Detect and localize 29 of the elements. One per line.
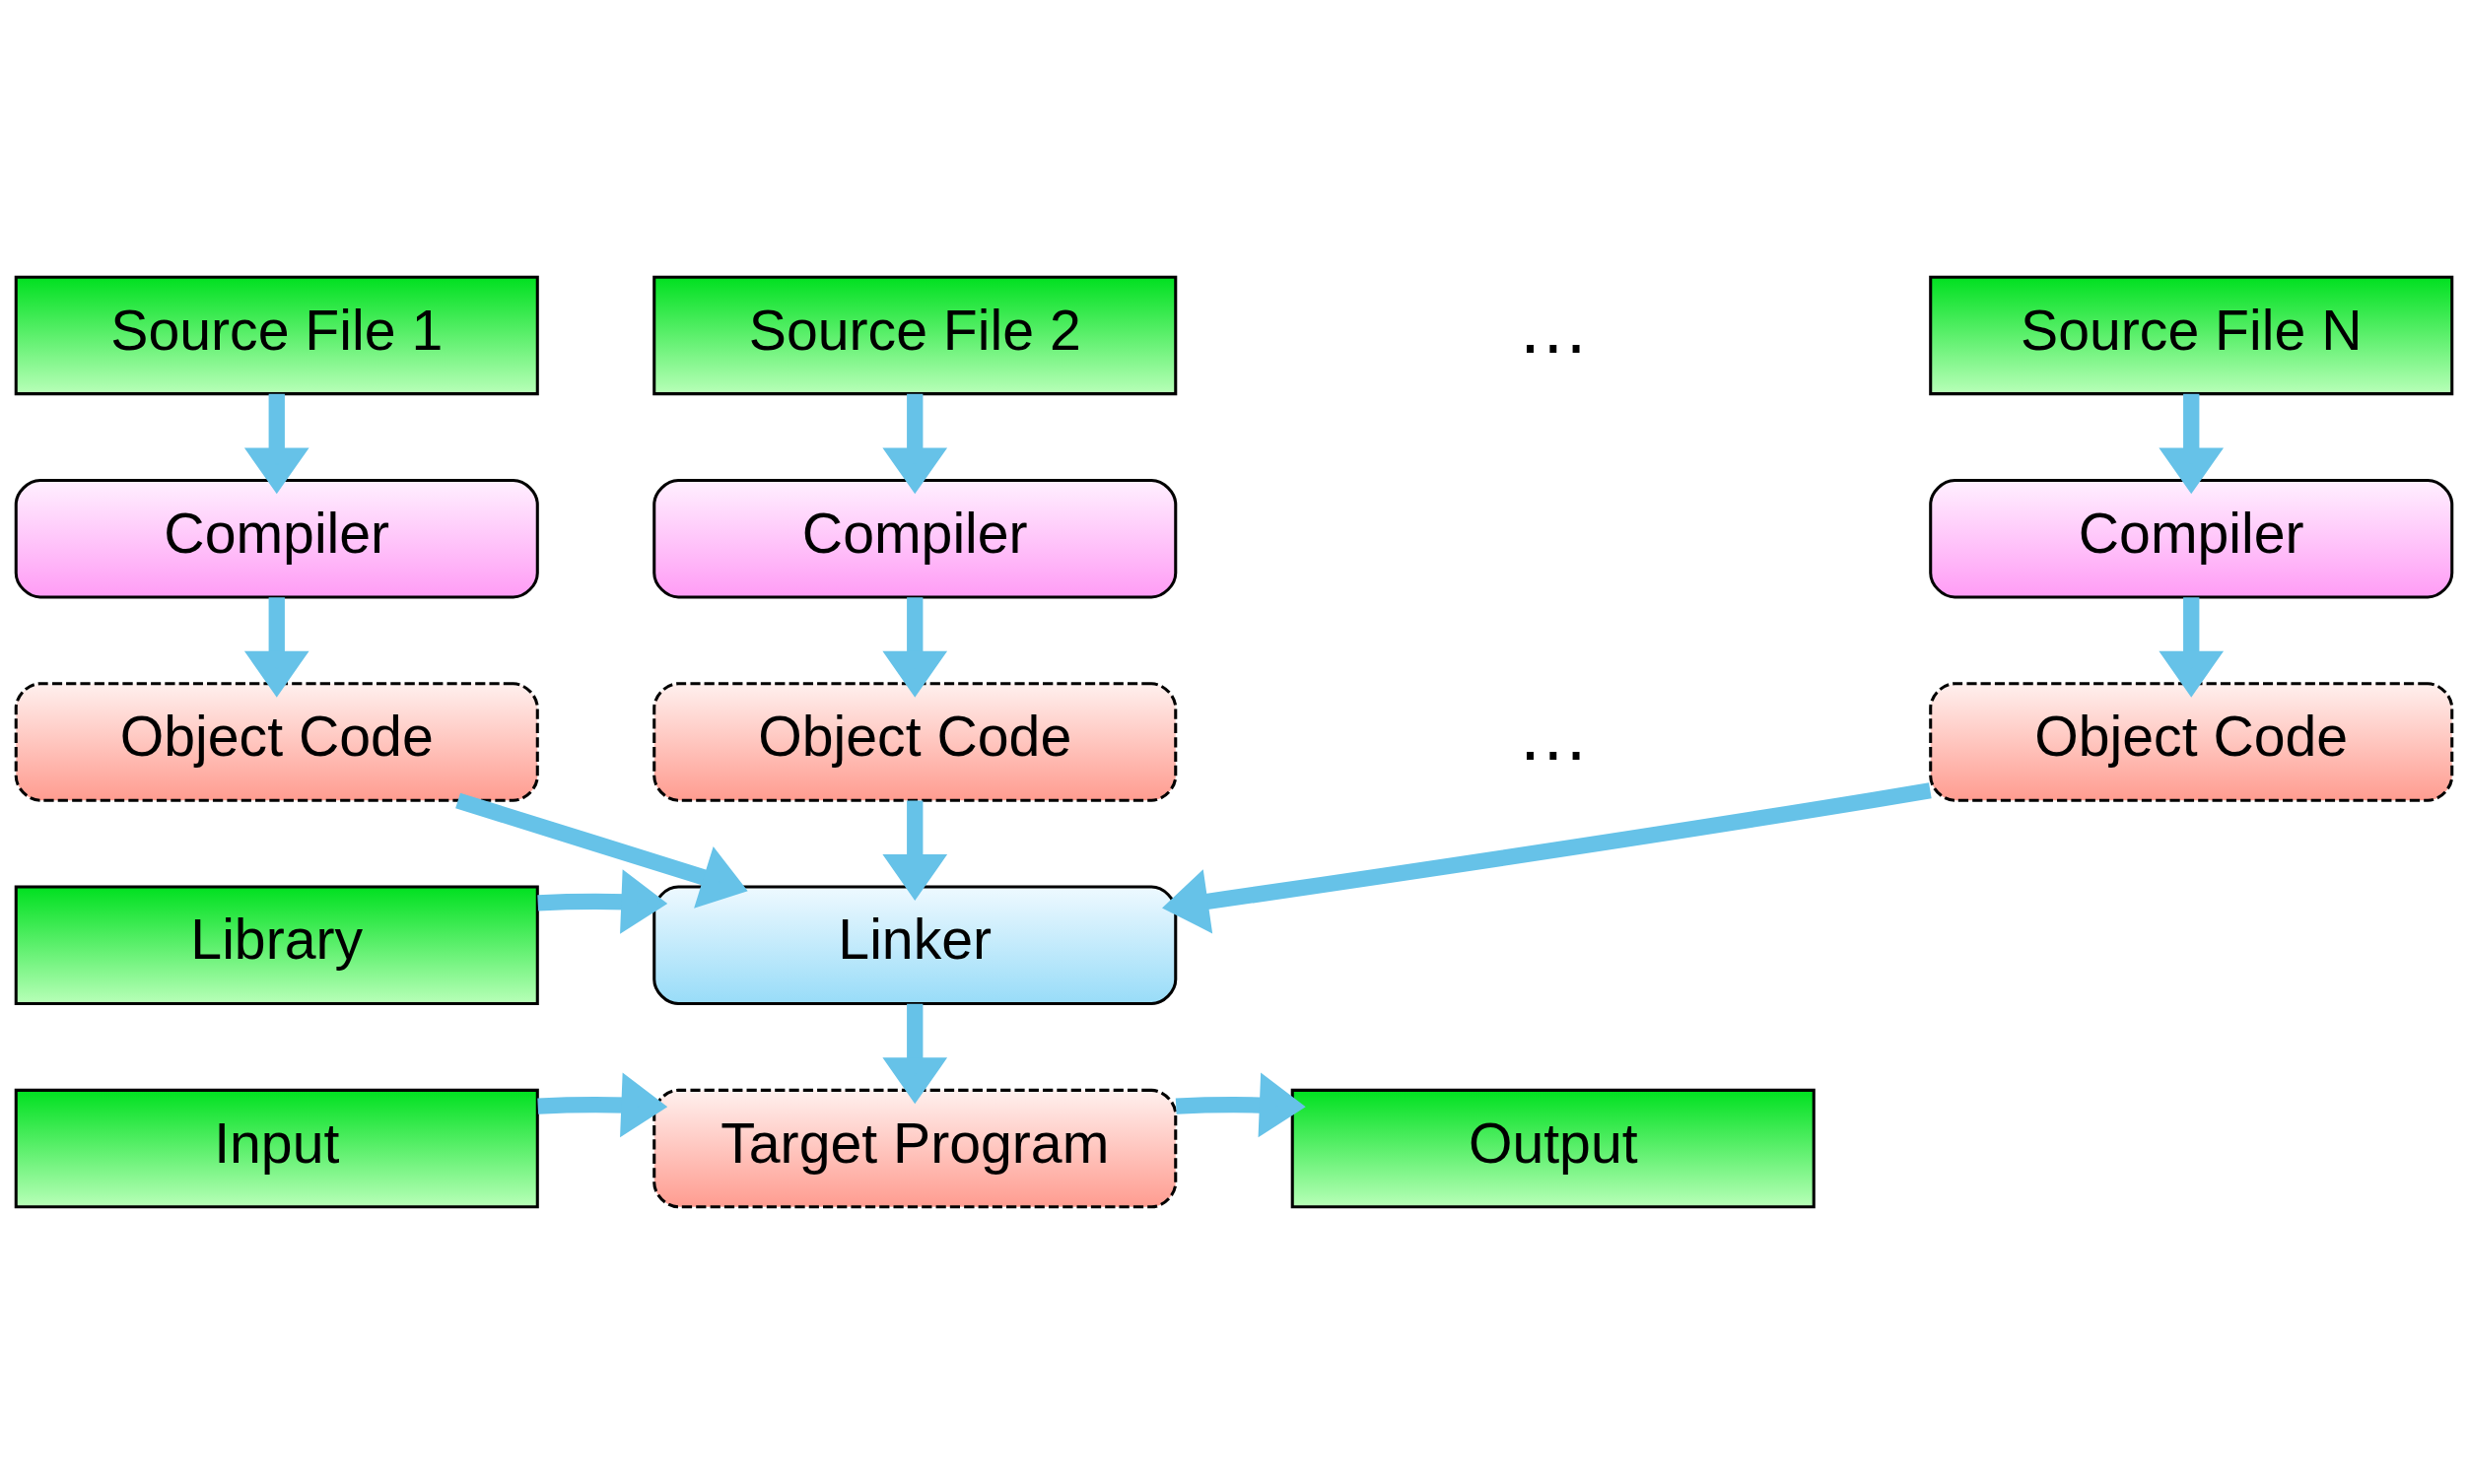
node-box: Object Code <box>14 682 539 802</box>
arrow <box>2159 393 2225 495</box>
arrow <box>1175 1072 1306 1138</box>
node-box: Target Program <box>652 1088 1178 1209</box>
arrow <box>882 597 948 698</box>
arrow <box>455 792 748 909</box>
arrow <box>243 597 309 698</box>
node-box: Source File 1 <box>14 275 539 396</box>
label: … <box>1516 287 1590 370</box>
arrow <box>882 393 948 495</box>
node-box: Object Code <box>1929 682 2454 802</box>
arrow <box>243 393 309 495</box>
node-box: Linker <box>652 885 1178 1006</box>
node-box: Source File 2 <box>652 275 1178 396</box>
label: … <box>1516 693 1590 776</box>
arrow <box>882 800 948 901</box>
node-box: Output <box>1290 1088 1816 1209</box>
arrow <box>2159 597 2225 698</box>
node-box: Library <box>14 885 539 1006</box>
node-box: Input <box>14 1088 539 1209</box>
arrow <box>1162 782 1932 934</box>
arrow <box>537 1072 668 1138</box>
node-box: Source File N <box>1929 275 2454 396</box>
node-box: Object Code <box>652 682 1178 802</box>
arrow <box>537 869 668 934</box>
arrow <box>882 1003 948 1105</box>
node-box: Compiler <box>652 478 1178 599</box>
node-box: Compiler <box>14 478 539 599</box>
node-box: Compiler <box>1929 478 2454 599</box>
